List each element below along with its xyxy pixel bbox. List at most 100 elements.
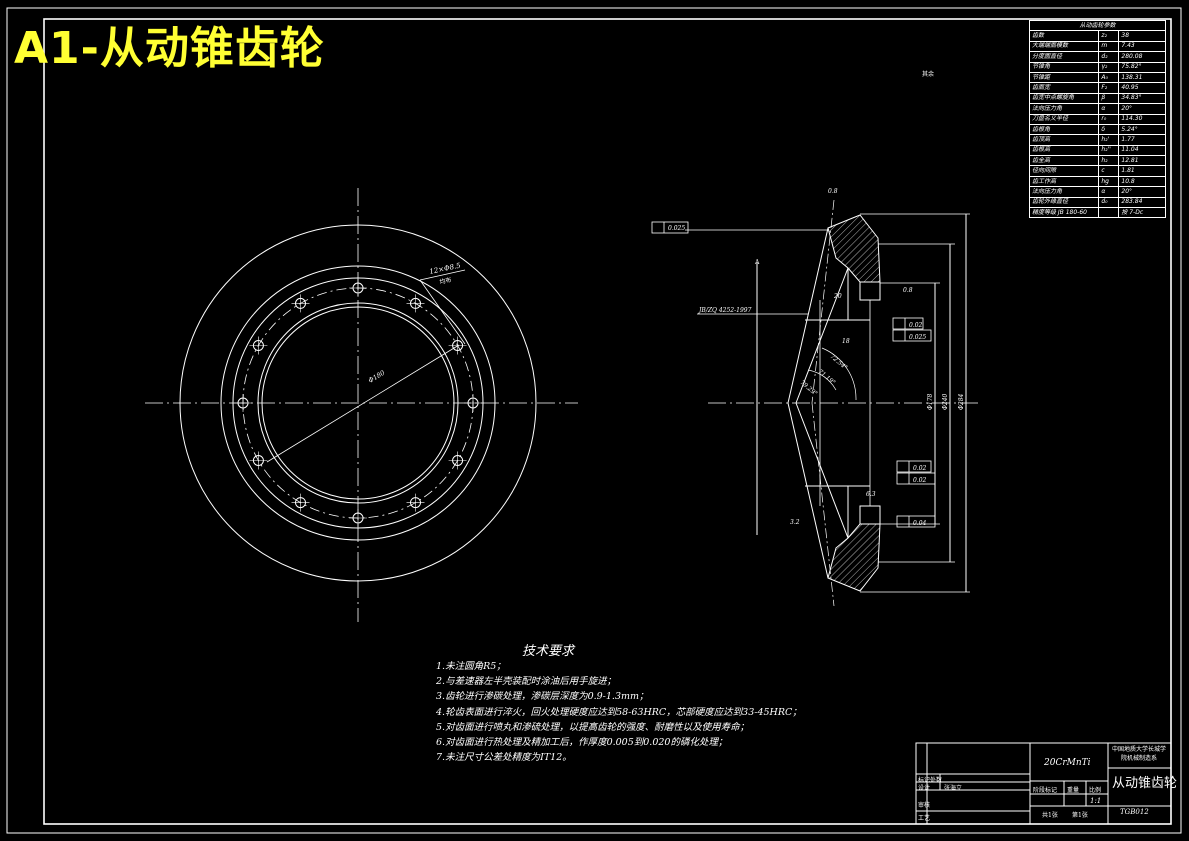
outer-border bbox=[6, 7, 1182, 834]
param-name-cell: 节锥距 bbox=[1028, 71, 1100, 84]
tolerance-frames bbox=[651, 221, 936, 528]
param-symbol-cell: h₂ bbox=[1098, 155, 1120, 167]
dia-2: Φ240 bbox=[942, 393, 949, 410]
param-symbol-cell: h₂'' bbox=[1098, 144, 1120, 157]
datum-a: A bbox=[754, 259, 760, 266]
cone-line-2 bbox=[787, 402, 829, 579]
tb-count-label: 处数 bbox=[930, 777, 943, 784]
param-symbol-cell: d₂ bbox=[1098, 51, 1120, 63]
tech-requirement-item: 5.对齿面进行喷丸和渗硫处理，以提高齿轮的强度、耐磨性以及使用寿命； bbox=[436, 721, 750, 733]
angle-arc-2 bbox=[807, 369, 837, 391]
param-value-cell: 20° bbox=[1118, 103, 1166, 115]
cone-line-3 bbox=[795, 267, 849, 404]
flat-value-2: 0.02 bbox=[913, 465, 927, 472]
bolt-holes bbox=[234, 279, 482, 527]
tb-weight-label: 重量 bbox=[1067, 787, 1080, 794]
param-name-cell: 齿轮外缘直径 bbox=[1028, 196, 1100, 209]
param-name-cell: 径向间隙 bbox=[1028, 165, 1100, 177]
tech-requirements-list: 1.未注圆角R5；2.与差速器左半壳装配时涂油后用手旋进；3.齿轮进行渗碳处理，… bbox=[436, 659, 802, 765]
param-value-cell: 10.8 bbox=[1118, 175, 1166, 188]
drawing-number: TGB012 bbox=[1120, 808, 1149, 816]
rough-3: 3.2 bbox=[790, 519, 800, 526]
param-value-cell: 114.30 bbox=[1118, 113, 1166, 125]
param-value-cell: 1.77 bbox=[1118, 134, 1166, 146]
param-symbol-cell: hg bbox=[1098, 175, 1120, 188]
inner-frame bbox=[43, 18, 1172, 825]
perp-value-2: 0.02 bbox=[913, 477, 927, 484]
bolt-note-2: 均布 bbox=[439, 276, 452, 286]
flat-frame-2 bbox=[896, 460, 932, 473]
material-label: 20CrMnTi bbox=[1044, 758, 1091, 768]
param-name-cell: 法向压力角 bbox=[1028, 103, 1100, 115]
perp-value-3: 0.04 bbox=[913, 520, 927, 527]
scale-value: 1:1 bbox=[1090, 797, 1102, 805]
param-symbol-cell: α bbox=[1098, 186, 1120, 198]
tech-requirement-item: 2.与差速器左半壳装配时涂油后用手旋进； bbox=[436, 676, 617, 688]
part-name: 从动锥齿轮 bbox=[1112, 776, 1178, 791]
dim-20: 20 bbox=[833, 293, 842, 300]
title-block-frame bbox=[915, 742, 1172, 825]
param-value-cell: 7.43 bbox=[1118, 40, 1166, 53]
bolt-leader bbox=[419, 279, 466, 345]
param-value-cell: 283.84 bbox=[1118, 196, 1166, 209]
title-banner: A1-从动锥齿轮 bbox=[14, 23, 325, 74]
perp-frame-3 bbox=[896, 515, 936, 528]
perp-value-1: 0.025 bbox=[909, 334, 926, 341]
tb-sheet-no: 第1张 bbox=[1072, 812, 1088, 819]
tb-mark-label: 标记 bbox=[918, 777, 931, 784]
section-view bbox=[685, 199, 980, 607]
param-value-cell: 1.81 bbox=[1118, 165, 1166, 177]
param-symbol-cell: c bbox=[1098, 165, 1120, 177]
param-name-cell: 齿根角 bbox=[1028, 123, 1100, 136]
param-symbol-cell: β bbox=[1098, 92, 1120, 105]
bolt-note-1: 12×Φ8.5 bbox=[429, 261, 462, 276]
section-labels: 0.025 JB/ZQ 4252-1997 20 18 72.54° 71.19… bbox=[668, 70, 965, 527]
perp-frame-2 bbox=[896, 472, 936, 485]
param-name-cell: 齿根高 bbox=[1028, 144, 1100, 157]
tech-requirement-item: 7.未注尺寸公差处精度为IT12。 bbox=[436, 752, 572, 764]
param-name-cell: 大端端面模数 bbox=[1028, 40, 1100, 53]
tech-requirement-item: 4.轮齿表面进行淬火，回火处理硬度应达到58-63HRC，芯部硬度应达到33-4… bbox=[436, 706, 802, 718]
tech-requirements-title: 技术要求 bbox=[522, 644, 575, 659]
param-table-heading: 从动齿轮参数 bbox=[1029, 19, 1166, 32]
tb-craft-label: 工艺 bbox=[918, 815, 931, 822]
param-name-cell: 节锥角 bbox=[1028, 61, 1100, 73]
param-name-cell: 齿工作高 bbox=[1028, 175, 1100, 188]
tb-ratio-label: 比例 bbox=[1089, 787, 1102, 794]
param-symbol-cell: m bbox=[1098, 40, 1120, 53]
rough-2: 6.3 bbox=[866, 491, 876, 498]
pitch-line-2 bbox=[811, 402, 835, 607]
param-symbol-cell: δ bbox=[1098, 123, 1120, 136]
tech-requirement-item: 1.未注圆角R5； bbox=[436, 661, 506, 672]
param-table-header-row: 从动齿轮参数 bbox=[1029, 19, 1166, 32]
tb-audit-label: 审核 bbox=[918, 802, 931, 809]
param-value-cell: 34.83° bbox=[1118, 92, 1166, 105]
tooth-upper bbox=[827, 214, 881, 283]
tooth-lower bbox=[827, 523, 881, 592]
param-name-cell: 分度圆直径 bbox=[1028, 51, 1100, 63]
param-symbol-cell: F₂ bbox=[1098, 82, 1120, 94]
tb-stage-label: 阶段标记 bbox=[1033, 787, 1058, 794]
param-name-cell: 齿顶高 bbox=[1028, 134, 1100, 146]
front-view bbox=[145, 188, 578, 622]
tb-sheets-total: 共1张 bbox=[1042, 812, 1058, 819]
param-symbol-cell: r₀ bbox=[1098, 113, 1120, 125]
rough-4: 0.8 bbox=[828, 188, 838, 195]
param-value-cell: 38 bbox=[1118, 30, 1166, 42]
bolt-leader-shelf bbox=[419, 269, 466, 281]
dia-3: Φ284 bbox=[958, 393, 965, 410]
